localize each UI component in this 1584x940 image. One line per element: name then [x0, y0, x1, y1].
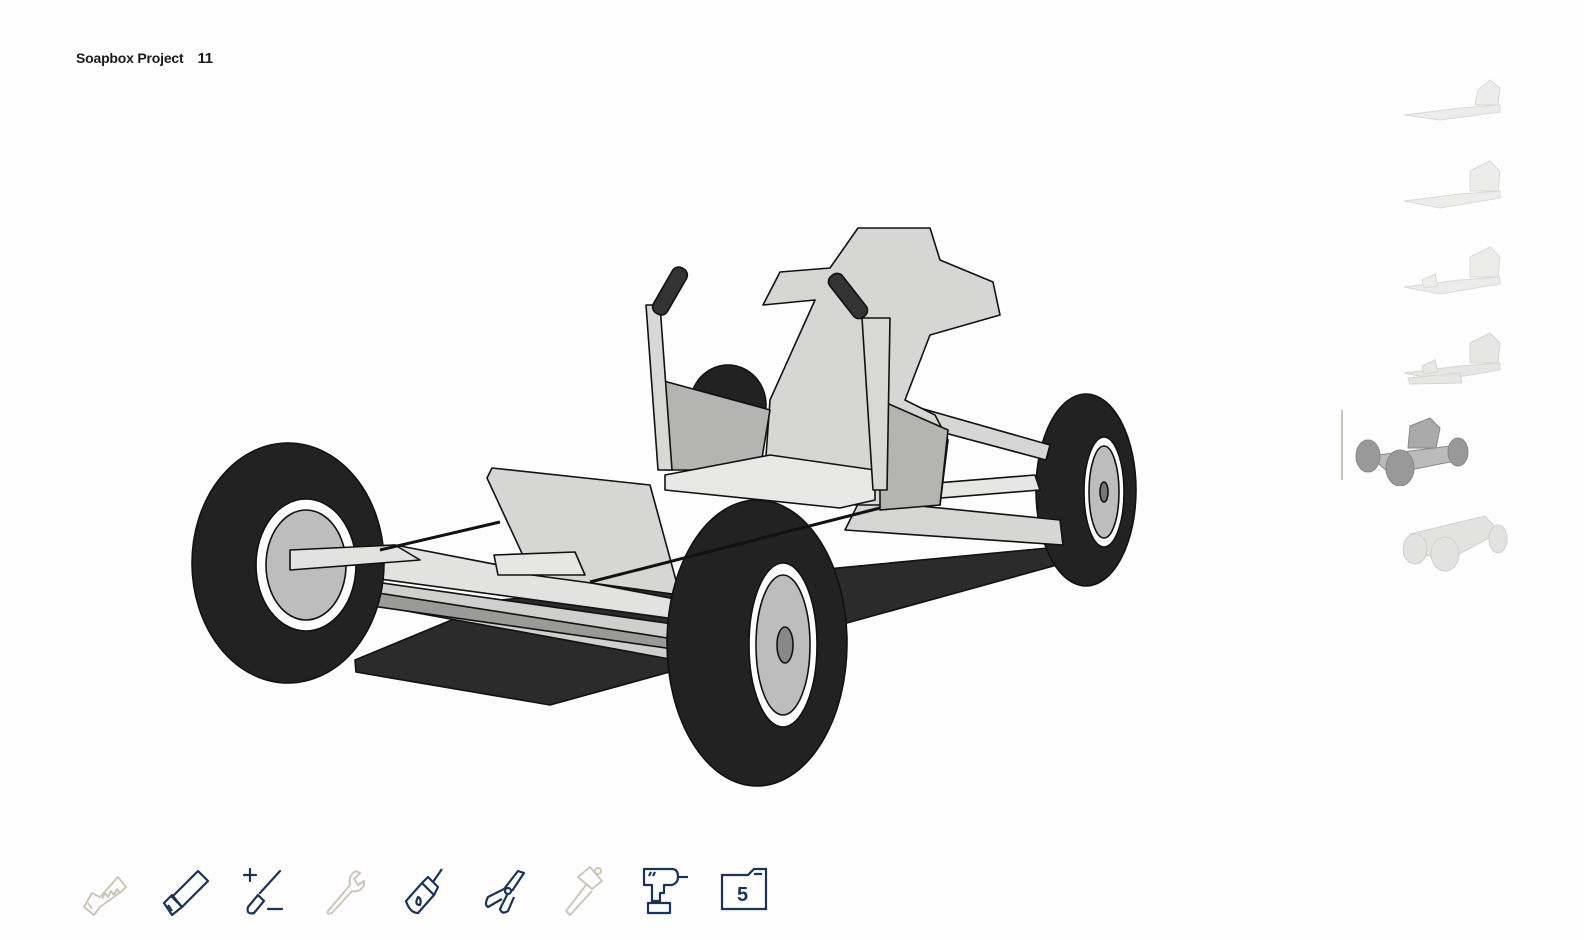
tool-saw[interactable]: [76, 862, 156, 918]
step-thumbnail-2[interactable]: [1340, 156, 1530, 236]
tool-wrench[interactable]: [316, 862, 396, 918]
wheel-rear-right: [1035, 393, 1137, 587]
tool-hammer[interactable]: [556, 862, 636, 918]
screwdriver-plus-minus-icon: [242, 867, 284, 915]
power-drill-icon: [642, 867, 688, 915]
cart-drawing: [191, 227, 1137, 787]
thumbnail-image: [1403, 332, 1501, 385]
pliers-icon: [484, 869, 526, 914]
thumbnail-image: [1403, 79, 1501, 121]
wheel-front-left: [191, 442, 385, 684]
step-thumbnail-4[interactable]: [1340, 328, 1530, 408]
page-number: 11: [197, 50, 213, 67]
parts-count: 5: [737, 884, 748, 906]
utility-knife-icon: [162, 869, 210, 917]
active-step-indicator: [1341, 410, 1343, 480]
tool-parts-folder[interactable]: 5: [716, 862, 796, 918]
thumbnail-image: [1403, 246, 1501, 295]
step-thumbnail-1[interactable]: [1340, 70, 1530, 150]
step-thumbnail-6[interactable]: [1340, 504, 1530, 584]
step-thumbnail-3[interactable]: [1340, 242, 1530, 322]
tool-screwdriver[interactable]: [236, 862, 316, 918]
tool-pliers[interactable]: [476, 862, 556, 918]
saw-icon: [83, 876, 127, 916]
soapbox-cart-illustration: [180, 220, 1160, 800]
page-header: Soapbox Project 11: [76, 50, 213, 67]
glue-bottle-icon: [404, 868, 443, 915]
tool-glue-bottle[interactable]: [396, 862, 476, 918]
tool-power-drill[interactable]: [636, 862, 716, 918]
tool-utility-knife[interactable]: [156, 862, 236, 918]
hammer-icon: [565, 866, 603, 916]
parts-folder-icon: 5: [720, 867, 768, 911]
wrench-icon: [326, 870, 365, 915]
thumbnail-image: [1403, 160, 1501, 209]
step-thumbnail-5[interactable]: [1340, 410, 1530, 496]
tools-toolbar: 5: [76, 862, 796, 918]
project-title: Soapbox Project: [76, 50, 184, 66]
thumbnail-image: [1402, 515, 1508, 572]
thumbnail-image: [1355, 417, 1469, 486]
wheel-front-right: [666, 499, 848, 787]
